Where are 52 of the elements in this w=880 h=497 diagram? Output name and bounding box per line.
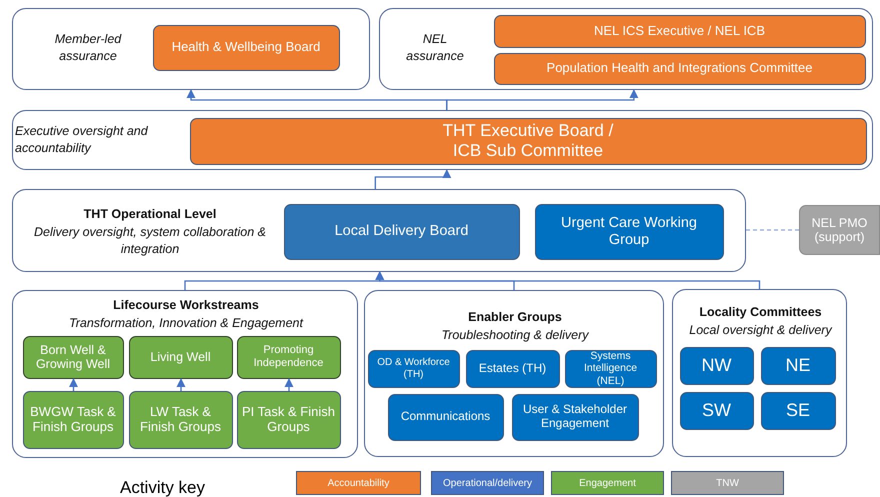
connector-arrow <box>446 89 638 110</box>
group-panel <box>672 289 847 457</box>
committee-box: Living Well <box>128 336 232 378</box>
committee-box: Health & Wellbeing Board <box>152 24 340 70</box>
dashed-connector <box>746 229 799 231</box>
committee-box: OD & Workforce (TH) <box>368 350 460 388</box>
connector-arrow <box>284 378 294 391</box>
group-heading: Locality Committees <box>698 304 823 321</box>
group-subtitle: Local oversight & delivery <box>688 322 834 339</box>
connector-arrow <box>375 271 760 289</box>
connector-arrow <box>176 378 186 391</box>
committee-box: PI Task & Finish Groups <box>236 390 340 448</box>
group-panel <box>12 290 358 458</box>
group-subtitle: Executive oversight and accountability <box>15 123 149 157</box>
key-title: Activity key <box>120 478 206 497</box>
legend-swatch: Accountability <box>296 471 421 495</box>
group-heading: Lifecourse Workstreams <box>112 297 260 314</box>
group-subtitle: Transformation, Innovation & Engagement <box>68 315 304 332</box>
committee-box: User & Stakeholder Engagement <box>512 394 638 440</box>
connector-arrow <box>374 169 452 189</box>
group-heading: Enabler Groups <box>467 309 563 326</box>
group-panel <box>12 189 746 272</box>
committee-box: Promoting Independence <box>236 336 340 378</box>
group-panel <box>379 8 873 90</box>
group-subtitle: Member-led assurance <box>54 31 122 65</box>
committee-box: Communications <box>388 394 504 440</box>
committee-box: LW Task & Finish Groups <box>128 390 232 448</box>
committee-box: NW <box>680 346 754 384</box>
committee-box: SE <box>760 392 836 430</box>
committee-box: Estates (TH) <box>466 350 560 388</box>
committee-box: BWGW Task & Finish Groups <box>22 390 124 448</box>
group-heading: THT Operational Level <box>82 206 218 223</box>
group-panel <box>364 290 664 457</box>
group-subtitle: Troubleshooting & delivery <box>440 327 590 344</box>
legend-swatch: Engagement <box>551 471 664 495</box>
committee-box: NE <box>760 346 836 384</box>
committee-box: Systems Intelligence (NEL) <box>564 350 656 388</box>
committee-box: THT Executive Board / ICB Sub Committee <box>190 118 866 164</box>
committee-box: Local Delivery Board <box>284 204 520 260</box>
committee-box: SW <box>680 392 754 430</box>
committee-box: NEL ICS Executive / NEL ICB <box>494 14 866 48</box>
support-box: NEL PMO (support) <box>799 205 880 255</box>
group-panel <box>12 8 370 90</box>
committee-box: Born Well & Growing Well <box>22 336 124 378</box>
connector-arrow <box>68 378 78 391</box>
committee-box: Population Health and Integrations Committee <box>494 52 866 84</box>
committee-box: Urgent Care Working Group <box>534 204 724 260</box>
group-panel <box>12 110 873 170</box>
group-subtitle: NEL assurance <box>405 31 465 65</box>
legend-swatch: TNW <box>671 471 784 495</box>
group-subtitle: Delivery oversight, system collaboration & integration <box>32 224 268 258</box>
legend-swatch: Operational/delivery <box>431 471 544 495</box>
